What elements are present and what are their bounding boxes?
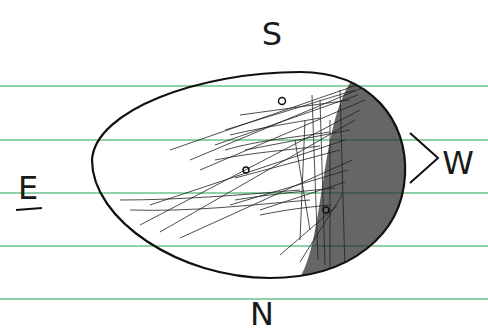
small-circle <box>243 167 249 173</box>
compass-label: N <box>250 298 274 330</box>
compass-label: E <box>18 172 38 204</box>
shading <box>120 80 405 278</box>
compass-label: W <box>442 147 474 179</box>
underline <box>16 208 42 210</box>
compass-label: S <box>262 18 282 50</box>
small-circle <box>279 98 286 105</box>
ruled-lines <box>0 86 488 299</box>
small-circle <box>323 207 329 213</box>
direction-arrow <box>410 133 438 183</box>
egg-outline <box>92 72 405 278</box>
